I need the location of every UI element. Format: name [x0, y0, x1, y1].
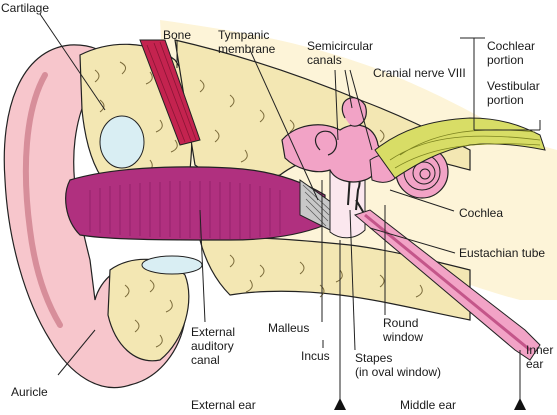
label-malleus: Malleus — [268, 321, 310, 335]
semicircular-loop-1 — [341, 97, 367, 127]
label-inner-ear-2: ear — [526, 357, 544, 371]
lower-cartilage-pattern — [124, 279, 173, 348]
lower-cartilage-oval — [141, 255, 203, 275]
label-cochlea: Cochlea — [459, 206, 504, 220]
label-vestibular-2: portion — [487, 93, 524, 107]
canal-texture — [89, 181, 281, 239]
marker-middle-left — [334, 398, 346, 410]
marker-right — [514, 398, 526, 410]
label-ext-canal-3: canal — [191, 353, 220, 367]
label-auricle: Auricle — [11, 385, 48, 399]
external-auditory-canal — [65, 166, 326, 241]
auricle-fold — [22, 72, 63, 328]
label-cochlear-1: Cochlear — [487, 39, 536, 53]
label-middle-ear: Middle ear — [400, 398, 457, 412]
label-cranial-nerve: Cranial nerve VIII — [373, 66, 466, 80]
label-tympanic-1: Tympanic — [218, 28, 270, 42]
label-stapes-2: (in oval window) — [355, 365, 442, 379]
label-cochlear-2: portion — [487, 53, 524, 67]
label-ext-canal-1: External — [191, 325, 236, 339]
label-external-ear: External ear — [191, 398, 256, 412]
leader-lines — [39, 13, 541, 405]
muscle-stripes — [146, 41, 197, 143]
label-stapes-1: Stapes — [355, 351, 393, 365]
eustachian-tube — [353, 209, 541, 361]
label-tympanic-2: membrane — [218, 42, 276, 56]
label-inner-ear-1: Inner — [526, 343, 554, 357]
label-round-window-2: window — [383, 330, 424, 344]
eustachian-lumen — [364, 213, 531, 352]
label-incus: Incus — [301, 349, 330, 363]
label-round-window-1: Round — [383, 316, 419, 330]
semicircular-loop-2 — [315, 130, 338, 156]
lower-bone-pattern — [229, 254, 423, 298]
label-bone: Bone — [163, 28, 192, 42]
cranial-nerve-viii — [374, 117, 546, 179]
label-cartilage: Cartilage — [1, 1, 50, 15]
label-semicircular-2: canals — [307, 53, 342, 67]
label-ext-canal-2: auditory — [191, 339, 234, 353]
cartilage-oval — [99, 115, 145, 169]
label-eustachian-tube: Eustachian tube — [459, 246, 546, 260]
label-vestibular-1: Vestibular — [487, 79, 540, 93]
label-semicircular-1: Semicircular — [307, 39, 374, 53]
lower-bone — [199, 237, 471, 321]
